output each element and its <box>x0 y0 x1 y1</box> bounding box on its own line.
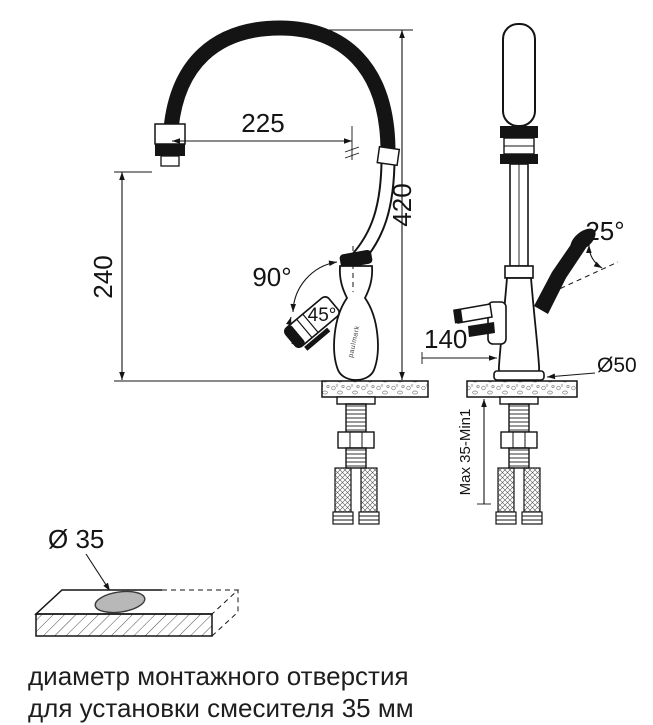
angle-45-arc <box>286 316 300 348</box>
dim-140-label: 140 <box>424 324 467 354</box>
side-collar-top <box>500 126 538 138</box>
dim-240-label: 240 <box>88 255 118 298</box>
supply-hose-right <box>360 467 378 513</box>
slab-hidden-edges-2 <box>211 590 239 637</box>
dim-225-label: 225 <box>241 108 284 138</box>
under-counter-front <box>332 396 380 525</box>
supply-hose-left <box>334 467 352 513</box>
lever-reference-line <box>543 261 619 297</box>
under-counter-side <box>495 396 543 525</box>
side-base-flange <box>493 370 545 381</box>
side-view: 25° 140 Ø50 Max 35-Min1 <box>421 23 637 525</box>
side-hose-cap <box>502 23 536 127</box>
faucet-body <box>333 265 379 381</box>
supply-hose-left-side <box>497 467 515 513</box>
main-lever-paddle <box>570 228 596 252</box>
countertop-side-texture <box>466 380 578 398</box>
hose-collar <box>376 145 401 167</box>
dia-50-leader <box>546 372 596 380</box>
dia-35-label: Ø 35 <box>48 524 104 554</box>
mount-thickness-label: Max 35-Min1 <box>457 409 474 496</box>
caption: диаметр монтажного отверстия для установ… <box>28 660 414 724</box>
break-tick-2 <box>344 152 360 159</box>
spout-outlet-band <box>155 144 185 156</box>
angle-90-arc <box>290 260 338 313</box>
caption-line-1: диаметр монтажного отверстия <box>28 661 409 691</box>
body-top-connector <box>339 249 373 269</box>
caption-line-2: для установки смесителя 35 мм <box>28 693 414 723</box>
angle-90-label: 90° <box>252 262 291 292</box>
spout-hose-arch <box>162 20 396 153</box>
side-collar-bottom <box>500 154 538 164</box>
mounting-hole-detail: Ø 35 <box>34 524 240 637</box>
mounting-hole <box>94 590 146 614</box>
supply-hose-right-side <box>523 467 541 513</box>
filter-handle-lower <box>468 322 495 337</box>
slab-front-face <box>35 613 213 637</box>
main-lever <box>534 240 586 314</box>
spout-outlet-tip <box>160 155 180 167</box>
countertop-front-texture <box>321 380 429 398</box>
angle-25-arc <box>586 244 603 269</box>
dia-35-leader <box>85 553 111 592</box>
angle-25-label: 25° <box>585 216 624 246</box>
side-joint <box>504 265 534 279</box>
dim-420-label: 420 <box>387 183 417 226</box>
filter-handle-tip <box>453 308 463 324</box>
dia-50-label: Ø50 <box>597 354 637 377</box>
faucet-dimension-drawing: paulmark 90° 45° <box>34 20 637 637</box>
break-tick-1 <box>344 146 360 153</box>
front-view: paulmark 90° 45° <box>88 20 429 525</box>
angle-45-label: 45° <box>308 305 337 326</box>
